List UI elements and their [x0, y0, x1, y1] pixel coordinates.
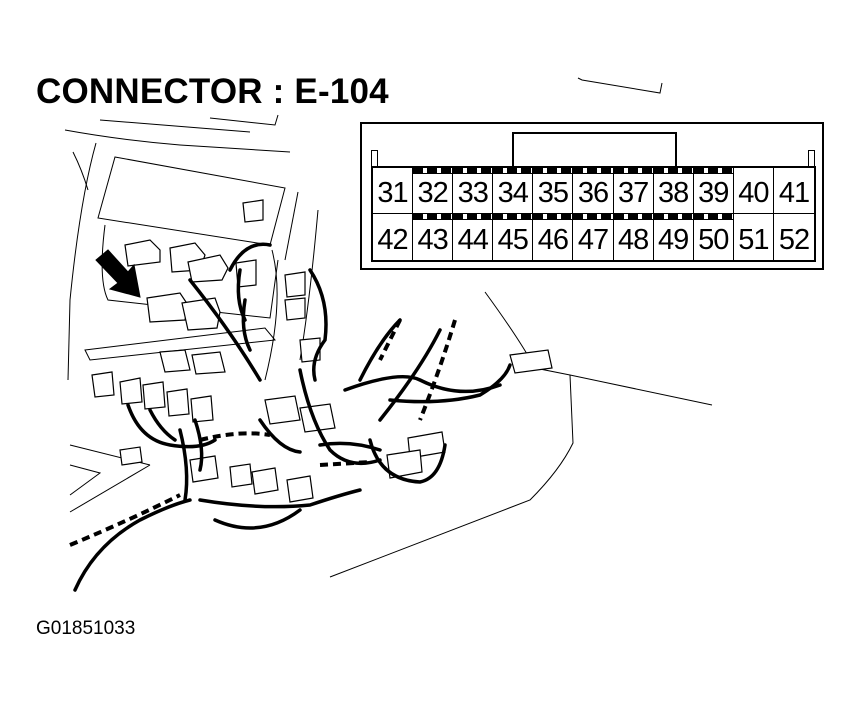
connector-title: CONNECTOR : E-104 — [36, 72, 389, 111]
pin-37: 37 — [613, 168, 654, 214]
pin-35: 35 — [533, 168, 574, 214]
pin-31: 31 — [373, 168, 414, 214]
figure-id: G01851033 — [36, 618, 136, 639]
pin-48: 48 — [613, 214, 654, 260]
connector-e104-face: 31 32 33 34 35 36 37 38 39 40 41 42 43 4… — [360, 122, 824, 270]
pin-47: 47 — [573, 214, 614, 260]
pin-46: 46 — [533, 214, 574, 260]
pin-50: 50 — [693, 214, 734, 260]
pin-34: 34 — [493, 168, 534, 214]
pin-52: 52 — [778, 224, 810, 256]
pin-36: 36 — [573, 168, 614, 214]
striped-cables — [69, 319, 457, 547]
pin-grid: 31 32 33 34 35 36 37 38 39 40 41 42 43 4… — [371, 166, 816, 262]
pin-44: 44 — [453, 214, 494, 260]
connector-lock-tab — [512, 132, 677, 168]
pin-38: 38 — [653, 168, 694, 214]
pin-51: 51 — [734, 214, 774, 260]
pin-43: 43 — [413, 214, 454, 260]
pin-41: 41 — [773, 168, 814, 214]
connector-latch-left — [371, 150, 378, 167]
pin-42: 42 — [373, 214, 414, 260]
pin-45: 45 — [493, 214, 534, 260]
pin-39: 39 — [693, 168, 734, 214]
pin-40: 40 — [733, 168, 774, 214]
pin-33: 33 — [453, 168, 494, 214]
pointer-arrow-icon — [95, 249, 141, 298]
dashboard-outline — [64, 77, 713, 578]
pin-49: 49 — [653, 214, 694, 260]
upper-connectors — [91, 199, 553, 503]
connector-latch-right — [808, 150, 815, 167]
pin-32: 32 — [413, 168, 454, 214]
